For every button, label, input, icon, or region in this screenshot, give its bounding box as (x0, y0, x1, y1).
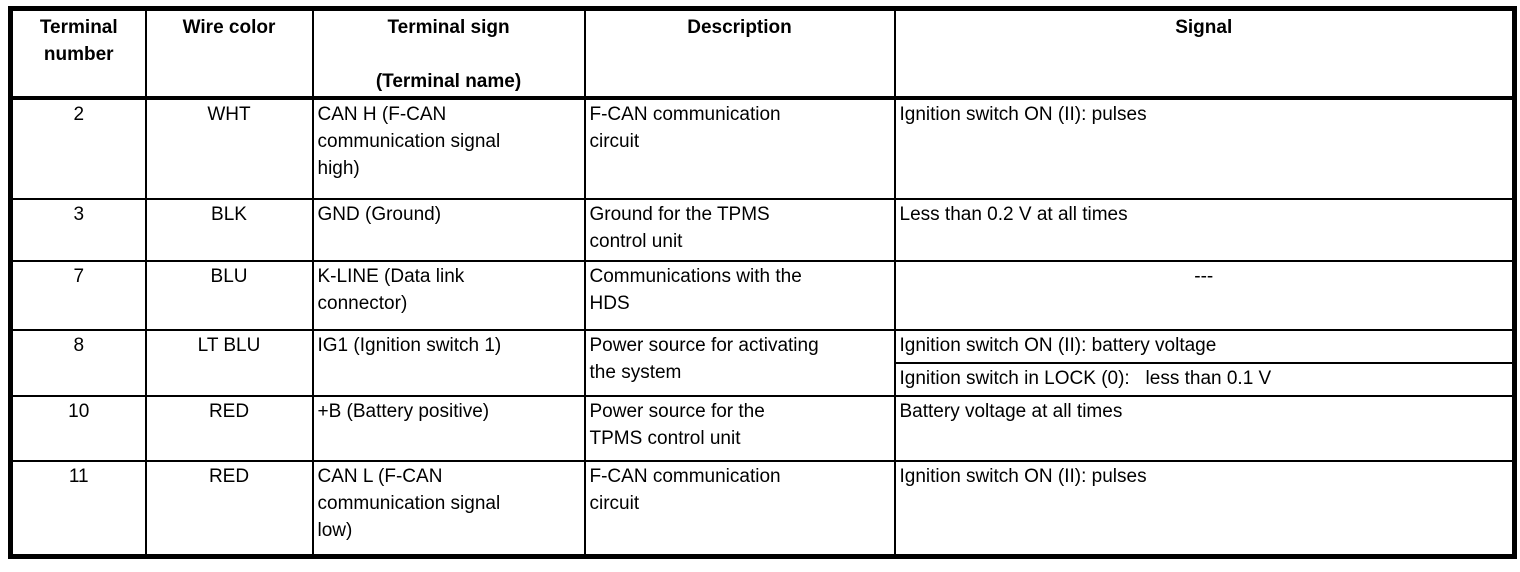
terminal-pinout-table: Terminal number Wire color Terminal sign… (8, 6, 1517, 559)
cell-description: Power source for activating the system (583, 329, 896, 397)
cell-wire-color: LT BLU (144, 329, 314, 397)
table-row: 8 LT BLU IG1 (Ignition switch 1) Power s… (9, 329, 1516, 397)
cell-terminal-number: 11 (9, 460, 147, 557)
cell-signal-sub-2: Ignition switch in LOCK (0): less than 0… (893, 362, 1516, 397)
cell-wire-color: WHT (144, 97, 314, 200)
cell-terminal-number: 8 (9, 329, 147, 397)
cell-terminal-number: 7 (9, 260, 147, 331)
cell-terminal-sign: +B (Battery positive) (311, 395, 586, 462)
column-header-terminal-number: Terminal number (9, 7, 147, 100)
cell-description: Ground for the TPMS control unit (583, 198, 896, 262)
table-row: 7 BLU K-LINE (Data link connector) Commu… (9, 260, 1516, 331)
cell-description: F-CAN communication circuit (583, 97, 896, 200)
table-header-row: Terminal number Wire color Terminal sign… (9, 7, 1516, 100)
cell-terminal-number: 2 (9, 97, 147, 200)
column-header-terminal-sign: Terminal sign (Terminal name) (311, 7, 586, 100)
cell-terminal-sign: IG1 (Ignition switch 1) (311, 329, 586, 397)
cell-wire-color: RED (144, 460, 314, 557)
cell-signal: Ignition switch ON (II): pulses (893, 460, 1516, 557)
table-subrow: Ignition switch in LOCK (0): less than 0… (11, 362, 1516, 397)
cell-wire-color: BLU (144, 260, 314, 331)
cell-terminal-sign: CAN L (F-CAN communication signal low) (311, 460, 586, 557)
table-row: 10 RED +B (Battery positive) Power sourc… (9, 395, 1516, 462)
cell-description: Communications with the HDS (583, 260, 896, 331)
cell-description: F-CAN communication circuit (583, 460, 896, 557)
cell-signal-sub-1: Ignition switch ON (II): battery voltage (893, 329, 1516, 364)
cell-description: Power source for the TPMS control unit (583, 395, 896, 462)
cell-signal: Ignition switch ON (II): pulses (893, 97, 1516, 200)
cell-signal: Less than 0.2 V at all times (893, 198, 1516, 262)
cell-wire-color: BLK (144, 198, 314, 262)
column-header-signal: Signal (893, 7, 1516, 100)
cell-terminal-sign: CAN H (F-CAN communication signal high) (311, 97, 586, 200)
column-header-wire-color: Wire color (144, 7, 314, 100)
cell-signal: Battery voltage at all times (893, 395, 1516, 462)
table-row: 11 RED CAN L (F-CAN communication signal… (9, 460, 1516, 557)
cell-terminal-sign: GND (Ground) (311, 198, 586, 262)
table-row: 3 BLK GND (Ground) Ground for the TPMS c… (9, 198, 1516, 262)
table-row: 2 WHT CAN H (F-CAN communication signal … (9, 97, 1516, 200)
cell-terminal-number: 3 (9, 198, 147, 262)
cell-terminal-sign: K-LINE (Data link connector) (311, 260, 586, 331)
cell-signal-empty: --- (893, 260, 1516, 331)
column-header-description: Description (583, 7, 896, 100)
cell-terminal-number: 10 (9, 395, 147, 462)
cell-wire-color: RED (144, 395, 314, 462)
